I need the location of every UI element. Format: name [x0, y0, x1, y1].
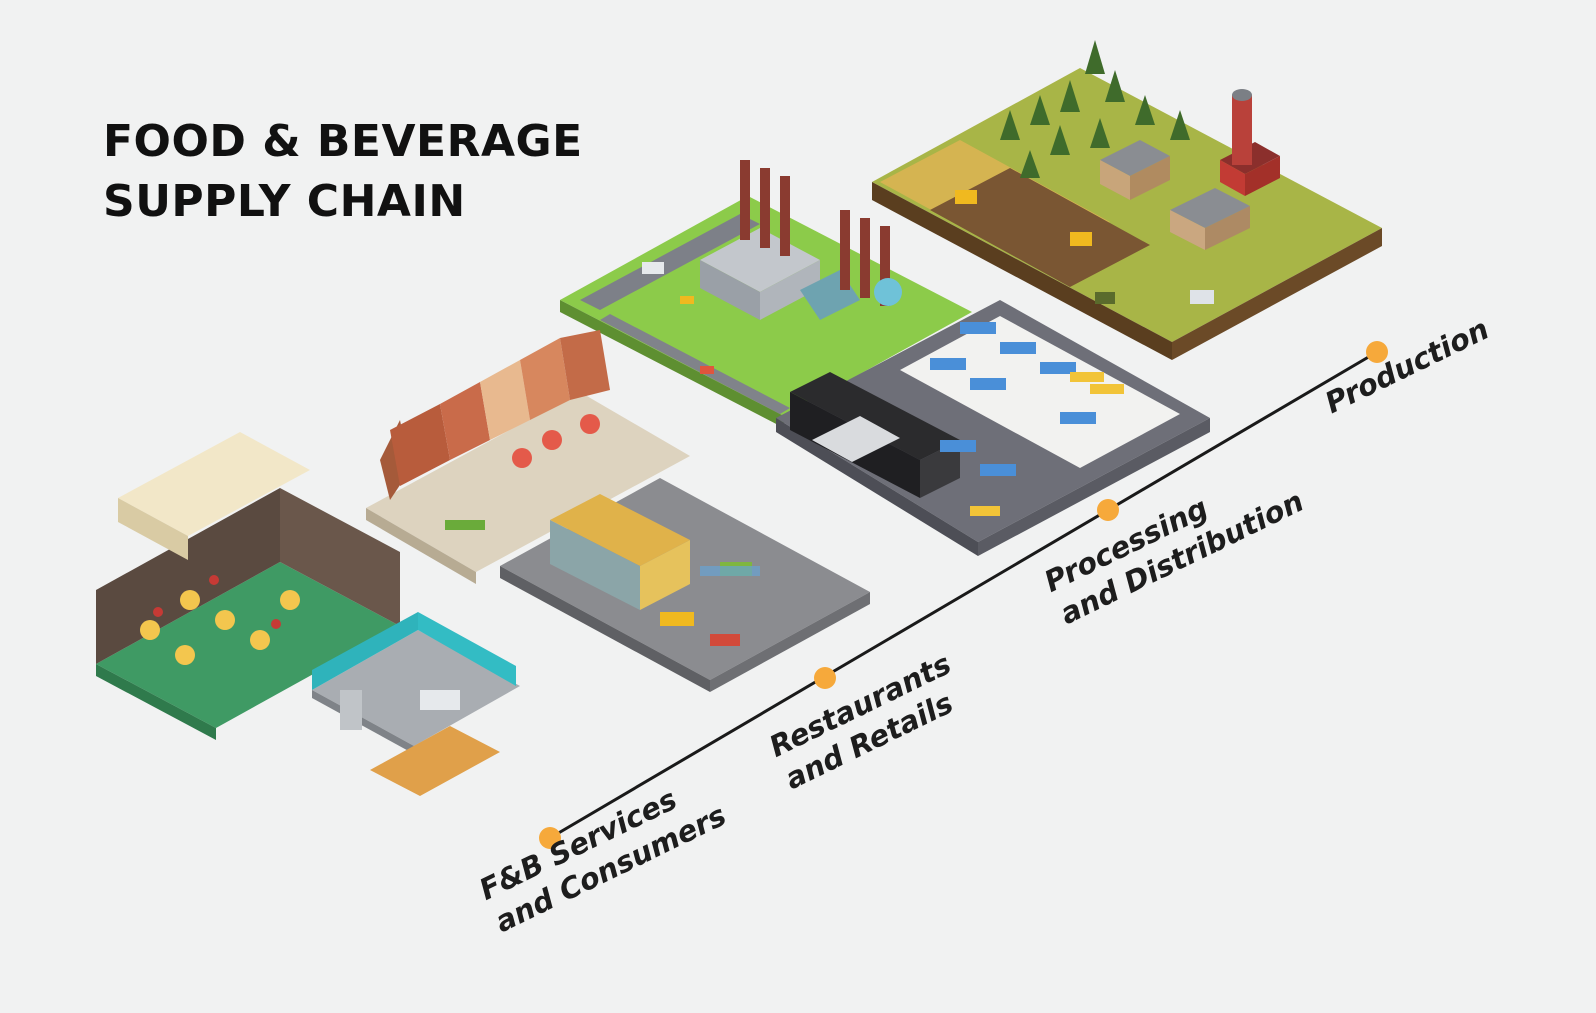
- timeline-line: [549, 350, 1378, 840]
- kitchen-interior-illustration: [312, 612, 520, 796]
- convenience-store-illustration: [500, 478, 870, 692]
- restaurant-interior-illustration: [96, 432, 400, 740]
- timeline-dot-processing: [1097, 499, 1119, 521]
- distribution-warehouse-illustration: [776, 300, 1210, 556]
- timeline-dot-fnb: [539, 827, 561, 849]
- title-line-2: SUPPLY CHAIN: [103, 176, 466, 227]
- timeline-dot-restaurants: [814, 667, 836, 689]
- retail-townhouses-illustration: [366, 330, 690, 584]
- title-line-1: FOOD & BEVERAGE: [103, 116, 583, 167]
- processing-factory-illustration: [560, 160, 972, 428]
- production-farm-illustration: [872, 40, 1382, 360]
- timeline-dot-production: [1366, 341, 1388, 363]
- page-title: FOOD & BEVERAGE SUPPLY CHAIN: [103, 112, 583, 232]
